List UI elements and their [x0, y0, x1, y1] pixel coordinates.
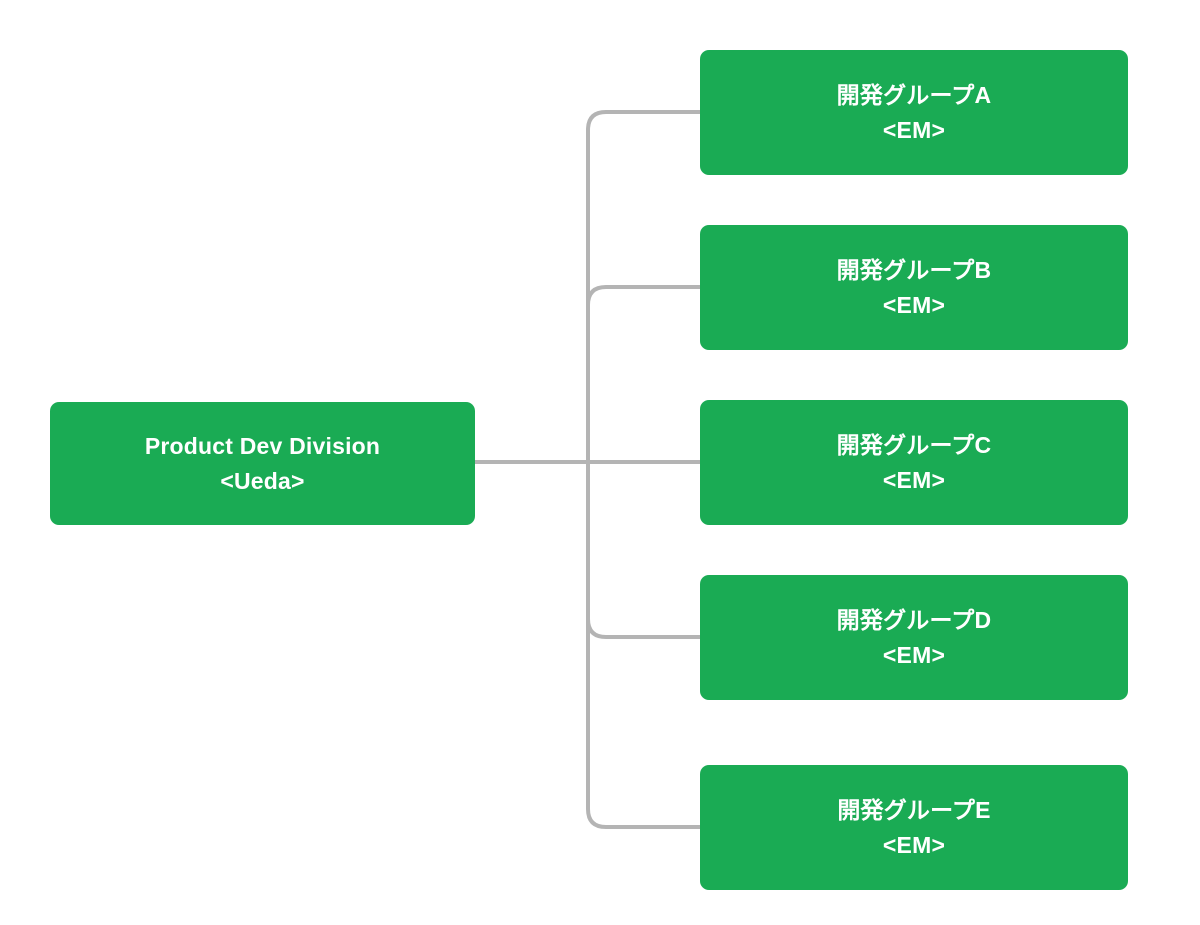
org-node-child-c-title: 開発グループC	[836, 431, 992, 458]
org-node-child-d-subtitle: <EM>	[882, 641, 946, 668]
org-node-child-e-title: 開発グループE	[837, 796, 991, 823]
org-node-child-e-subtitle: <EM>	[882, 831, 946, 858]
org-node-child-a[interactable]: 開発グループA <EM>	[700, 50, 1128, 175]
org-node-child-b-subtitle: <EM>	[882, 291, 946, 318]
org-node-child-e[interactable]: 開発グループE <EM>	[700, 765, 1128, 890]
org-node-child-c[interactable]: 開発グループC <EM>	[700, 400, 1128, 525]
org-node-child-c-subtitle: <EM>	[882, 466, 946, 493]
connector-trunk-to-child-a	[586, 110, 702, 464]
org-node-child-a-title: 開発グループA	[836, 81, 992, 108]
connector-trunk-to-child-e	[586, 460, 702, 829]
connector-trunk-to-child-d	[586, 460, 702, 639]
org-node-child-b-title: 開発グループB	[836, 256, 992, 283]
org-node-child-d[interactable]: 開発グループD <EM>	[700, 575, 1128, 700]
org-node-root[interactable]: Product Dev Division <Ueda>	[50, 402, 475, 525]
org-node-root-subtitle: <Ueda>	[220, 467, 305, 494]
org-node-child-b[interactable]: 開発グループB <EM>	[700, 225, 1128, 350]
org-node-child-a-subtitle: <EM>	[882, 116, 946, 143]
connector-trunk-to-child-b	[586, 285, 702, 464]
org-node-child-d-title: 開発グループD	[836, 606, 992, 633]
org-node-root-title: Product Dev Division	[144, 432, 381, 459]
